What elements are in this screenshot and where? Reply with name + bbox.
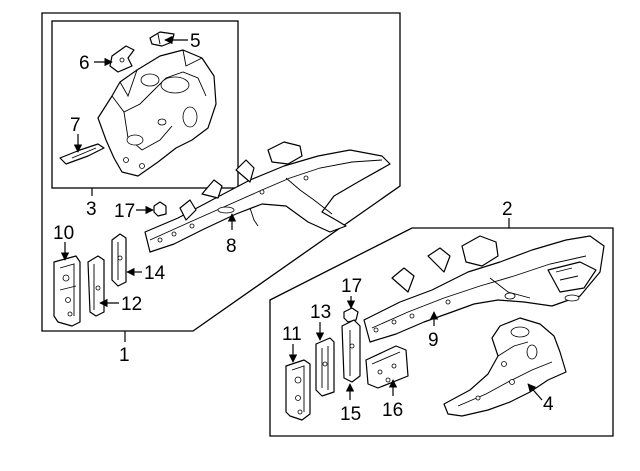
apron-4-part	[443, 317, 567, 417]
callout-1: 1	[119, 345, 130, 366]
plate-11-part	[285, 359, 311, 421]
callout-17a: 17	[114, 201, 135, 222]
callout-8: 8	[226, 236, 237, 257]
callout-17b: 17	[341, 276, 362, 297]
apron-assembly-part	[97, 49, 217, 177]
callout-3: 3	[86, 199, 97, 220]
callout-11: 11	[282, 324, 302, 345]
callout-4: 4	[543, 394, 554, 415]
bracket-5-part	[149, 31, 175, 47]
clip-17-part-group1	[153, 201, 167, 217]
callout-10: 10	[53, 223, 74, 244]
callout-6: 6	[79, 53, 90, 74]
plate-10-part	[53, 255, 81, 327]
bracket-14-part	[111, 233, 127, 287]
group-3-frame	[51, 20, 239, 189]
clip-17-part-group2	[343, 307, 359, 323]
callout-7: 7	[70, 115, 81, 136]
bracket-12-part	[87, 255, 105, 317]
group-1-frame	[41, 12, 401, 332]
callout-13: 13	[310, 302, 331, 323]
side-member-9-part	[363, 235, 605, 343]
callout-14: 14	[144, 263, 166, 284]
callout-5: 5	[190, 31, 201, 52]
plate-16-part	[365, 345, 409, 389]
leader-4	[527, 383, 543, 401]
callout-9: 9	[428, 330, 439, 351]
callout-12: 12	[121, 294, 142, 315]
bracket-6-part	[109, 45, 135, 73]
callout-15: 15	[340, 404, 361, 425]
bracket-13-part	[315, 337, 335, 397]
callout-2: 2	[502, 199, 513, 220]
reinforcement-7-part	[59, 143, 105, 165]
group-2-frame	[269, 227, 614, 437]
bracket-15-part	[341, 319, 361, 383]
callout-16: 16	[382, 400, 403, 421]
side-member-8-part	[144, 141, 391, 253]
